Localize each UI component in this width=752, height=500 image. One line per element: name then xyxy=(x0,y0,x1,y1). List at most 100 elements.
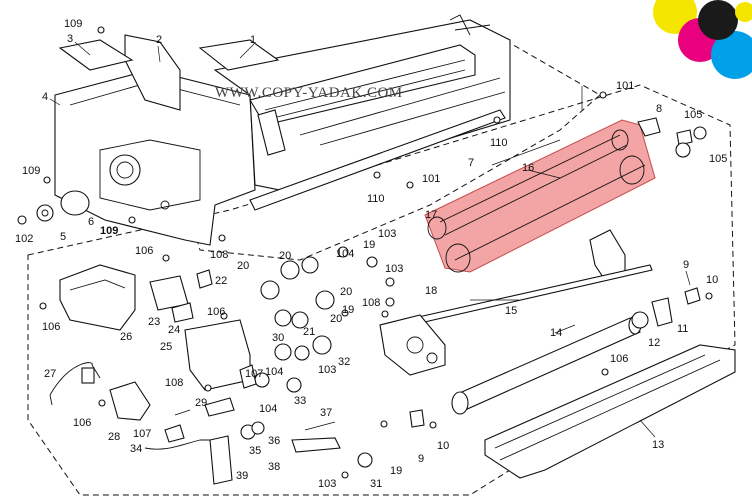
part-15-shaft xyxy=(404,264,653,327)
callout-106c: 106 xyxy=(207,306,225,318)
callout-23: 23 xyxy=(148,316,160,328)
callout-17: 17 xyxy=(425,209,437,221)
callout-15: 15 xyxy=(505,305,517,317)
callout-27: 27 xyxy=(44,368,56,380)
callout-19c: 19 xyxy=(390,465,402,477)
callout-25: 25 xyxy=(160,341,172,353)
part-6-gear xyxy=(60,190,90,216)
roller-assembly-highlight xyxy=(424,119,656,273)
part-105-bearing-a xyxy=(676,129,693,146)
part-38-link xyxy=(291,437,341,453)
part-5-washer xyxy=(36,204,54,222)
callout-19b: 19 xyxy=(342,304,354,316)
callout-109b: 109 xyxy=(22,165,40,177)
callout-6: 6 xyxy=(88,216,94,228)
callout-101a: 101 xyxy=(616,80,634,92)
callout-109c: 109 xyxy=(100,225,118,237)
callout-14: 14 xyxy=(550,327,562,339)
callout-8: 8 xyxy=(656,103,662,115)
part-24-block xyxy=(171,302,194,323)
part-37-spring xyxy=(304,421,336,431)
callout-26: 26 xyxy=(120,331,132,343)
callout-107b: 107 xyxy=(133,428,151,440)
callout-106a: 106 xyxy=(135,245,153,257)
callout-107a: 107 xyxy=(245,368,263,380)
part-9-clip-right xyxy=(684,287,701,305)
part-11-bracket xyxy=(651,297,673,327)
callout-19a: 19 xyxy=(363,239,375,251)
part-39-bracket xyxy=(209,435,233,485)
part-26-unit xyxy=(59,264,136,331)
part-5-washer-hole xyxy=(41,209,49,217)
callout-4: 4 xyxy=(42,91,48,103)
callout-105a: 105 xyxy=(684,109,702,121)
callout-11: 11 xyxy=(677,323,688,335)
callout-7: 7 xyxy=(468,157,474,169)
part-105-bearing-c xyxy=(675,142,691,158)
callout-13: 13 xyxy=(652,439,664,451)
callout-21: 21 xyxy=(303,326,315,338)
logo-yellow-small-circle xyxy=(735,2,752,22)
callout-104a: 104 xyxy=(336,248,354,260)
callout-108c: 108 xyxy=(165,377,183,389)
callout-102: 102 xyxy=(15,233,33,245)
callout-labels: 1 2 3 4 5 6 7 8 9 9 10 10 11 12 13 14 15… xyxy=(15,18,727,490)
callout-103b: 103 xyxy=(385,263,403,275)
callout-3: 3 xyxy=(67,33,73,45)
part-16-roller-assembly xyxy=(424,119,656,273)
callout-31: 31 xyxy=(370,478,382,490)
upper-housing xyxy=(54,14,511,246)
callout-12: 12 xyxy=(648,337,660,349)
callout-9b: 9 xyxy=(418,453,424,465)
brand-logo xyxy=(653,0,752,79)
callout-33: 33 xyxy=(294,395,306,407)
part-1-cover xyxy=(198,39,280,71)
central-drive-bracket xyxy=(379,314,446,376)
part-9-clip-left xyxy=(409,409,425,428)
screws xyxy=(17,26,713,479)
callout-32: 32 xyxy=(338,356,350,368)
callout-103a: 103 xyxy=(378,228,396,240)
callout-22: 22 xyxy=(215,275,227,287)
callout-5: 5 xyxy=(60,231,66,243)
callout-106e: 106 xyxy=(610,353,628,365)
callout-34: 34 xyxy=(130,443,142,455)
part-105-bearing-b xyxy=(693,126,707,140)
callout-106d: 106 xyxy=(73,417,91,429)
part-27-sensor-harness xyxy=(49,362,101,406)
callout-16: 16 xyxy=(522,162,534,174)
callout-110a: 110 xyxy=(490,137,508,149)
callout-103c: 103 xyxy=(318,364,336,376)
callout-38: 38 xyxy=(268,461,280,473)
callout-39: 39 xyxy=(236,470,248,482)
part-13-base-guide xyxy=(484,344,736,479)
part-107-link-a xyxy=(239,364,257,389)
part-28-bracket xyxy=(109,381,151,421)
callout-101b: 101 xyxy=(422,173,440,185)
callout-20d: 20 xyxy=(330,313,342,325)
callout-2: 2 xyxy=(156,34,162,46)
callout-108a: 108 xyxy=(210,249,228,261)
callout-20b: 20 xyxy=(279,250,291,262)
callout-104c: 104 xyxy=(259,403,277,415)
callout-1: 1 xyxy=(250,34,256,46)
part-29-link xyxy=(204,397,235,417)
callout-106b: 106 xyxy=(42,321,60,333)
callout-109a: 109 xyxy=(64,18,82,30)
callout-103d: 103 xyxy=(318,478,336,490)
part-27-sensor xyxy=(81,367,95,384)
part-8-bracket xyxy=(637,117,661,137)
callout-28: 28 xyxy=(108,431,120,443)
callout-108b: 108 xyxy=(362,297,380,309)
part-12-gear xyxy=(631,311,649,329)
callout-37: 37 xyxy=(320,407,332,419)
part-25-gear-plate xyxy=(184,319,251,391)
part-22-block xyxy=(196,269,213,289)
callout-10a: 10 xyxy=(706,274,718,286)
callout-29: 29 xyxy=(195,397,207,409)
part-34-cable xyxy=(144,409,220,450)
callout-105b: 105 xyxy=(709,153,727,165)
logo-black-circle xyxy=(698,0,738,40)
part-107-link-b xyxy=(164,424,185,443)
